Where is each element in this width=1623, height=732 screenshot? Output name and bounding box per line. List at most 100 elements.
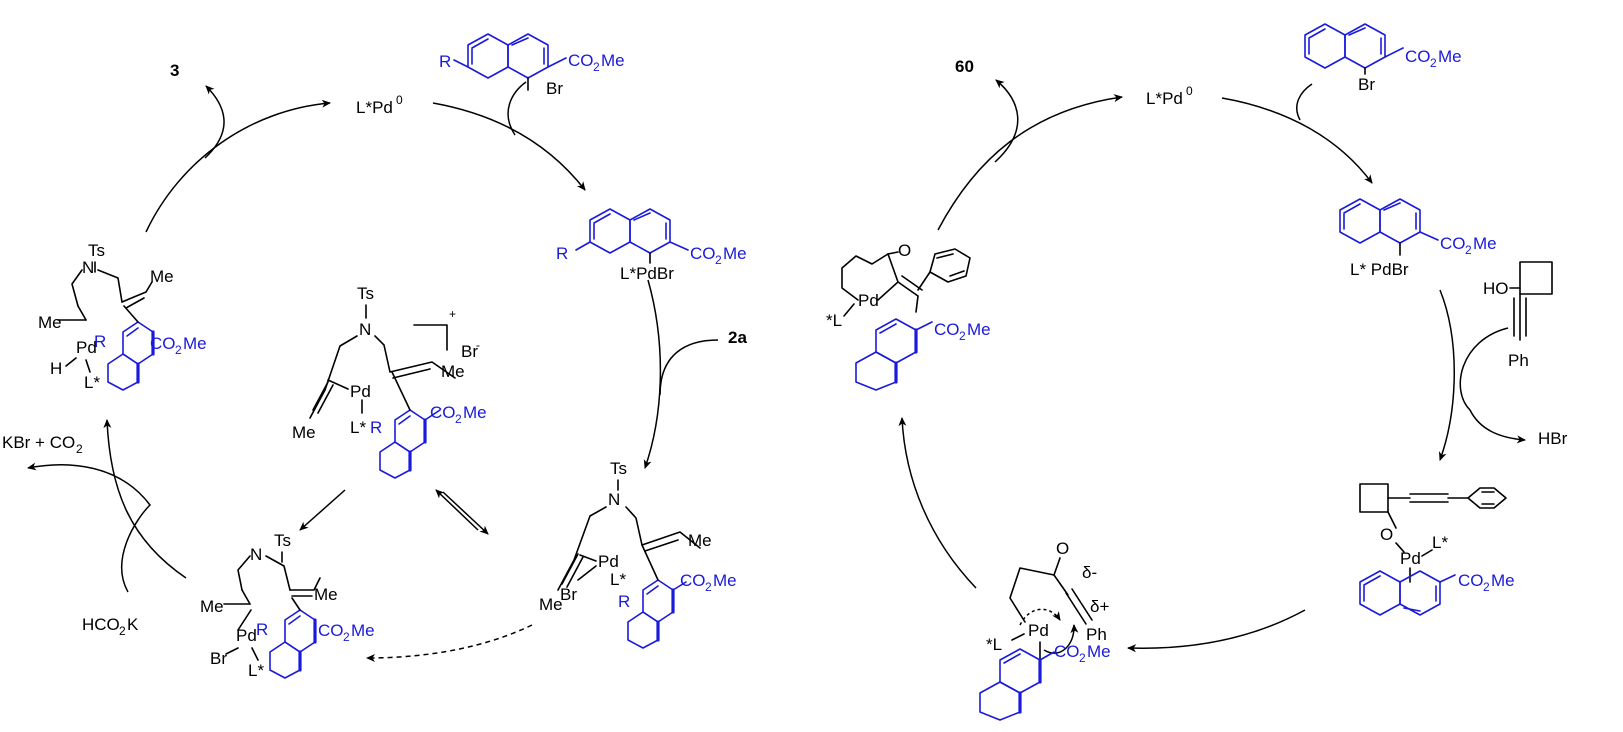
left-cyclized-pd-br-intermediate: Ts N Me Me Pd Br L* R	[200, 531, 375, 680]
svg-text:Pd: Pd	[858, 291, 879, 310]
svg-text:H: H	[50, 359, 62, 378]
left-cycle-arrows	[27, 81, 719, 662]
svg-text:N: N	[82, 258, 94, 277]
right-alkynyl-cyclobutanol: HO Ph	[1483, 261, 1553, 370]
svg-text:O: O	[898, 241, 911, 260]
svg-text:Me: Me	[314, 585, 338, 604]
svg-text:CO: CO	[1458, 571, 1484, 590]
svg-text:*L: *L	[826, 311, 842, 330]
svg-text:Pd: Pd	[76, 338, 97, 357]
svg-text:CO: CO	[1405, 47, 1431, 66]
svg-text:L*Pd: L*Pd	[356, 98, 393, 117]
svg-text:2: 2	[343, 630, 350, 644]
svg-text:Br: Br	[546, 79, 563, 98]
svg-text:CO: CO	[1440, 234, 1466, 253]
svg-text:Me: Me	[38, 313, 62, 332]
right-alkylpd-ketone-intermediate: O Pd δ- δ+ Ph *L CO 2 Me	[979, 539, 1111, 721]
svg-text:Me: Me	[1438, 47, 1462, 66]
svg-text:Me: Me	[688, 531, 712, 550]
svg-text:CO: CO	[150, 334, 176, 353]
svg-text:K: K	[127, 615, 139, 634]
svg-text:L*: L*	[610, 570, 626, 589]
svg-text:CO: CO	[318, 621, 344, 640]
left-catalyst-pd0: L*Pd 0	[356, 93, 403, 117]
svg-text:Me: Me	[713, 571, 737, 590]
svg-text:N: N	[608, 490, 620, 509]
svg-text:2: 2	[715, 253, 722, 267]
svg-text:CO: CO	[934, 320, 960, 339]
svg-text:L*: L*	[1432, 533, 1448, 552]
svg-text:Br: Br	[560, 585, 577, 604]
left-aryl-bromide-reagent: R CO 2 Me Br	[439, 33, 625, 98]
svg-text:Pd: Pd	[350, 382, 371, 401]
right-aryl-bromide-reagent: CO 2 Me Br	[1304, 23, 1462, 94]
svg-text:Pd: Pd	[598, 552, 619, 571]
svg-text:*L: *L	[986, 635, 1002, 654]
svg-text:O: O	[1380, 525, 1393, 544]
svg-text:L*: L*	[350, 418, 366, 437]
svg-text:Me: Me	[200, 597, 224, 616]
right-pd-alkoxide-intermediate: O Pd L* CO 2 Me	[1359, 483, 1515, 616]
svg-text:Me: Me	[723, 244, 747, 263]
left-substrate-label: 2a	[728, 328, 747, 347]
svg-text:KBr + CO: KBr + CO	[2, 433, 75, 452]
svg-text:L*: L*	[84, 373, 100, 392]
svg-text:δ-: δ-	[1082, 563, 1097, 582]
svg-text:2: 2	[1465, 243, 1472, 257]
svg-text:Br: Br	[1358, 75, 1375, 94]
svg-text:Me: Me	[292, 423, 316, 442]
svg-text:HCO: HCO	[82, 615, 120, 634]
svg-text:δ+: δ+	[1090, 597, 1109, 616]
svg-text:N: N	[359, 320, 371, 339]
svg-text:L*PdBr: L*PdBr	[620, 264, 674, 283]
svg-text:L* PdBr: L* PdBr	[1350, 260, 1409, 279]
svg-text:Ts: Ts	[88, 241, 105, 260]
svg-text:CO: CO	[1054, 642, 1080, 661]
svg-text:2: 2	[959, 329, 966, 343]
svg-text:Pd: Pd	[1028, 621, 1049, 640]
svg-text:R: R	[618, 592, 630, 611]
svg-text:Me: Me	[351, 621, 375, 640]
left-reagent-hco2k: HCO 2 K	[82, 615, 139, 638]
svg-text:-: -	[476, 338, 480, 352]
svg-text:Me: Me	[539, 595, 563, 614]
svg-text:2: 2	[119, 624, 126, 638]
svg-text:2: 2	[455, 412, 462, 426]
svg-text:Me: Me	[463, 403, 487, 422]
left-catalytic-cycle: L*Pd 0 3 R CO 2 Me Br	[2, 33, 747, 680]
svg-text:R: R	[439, 52, 451, 71]
svg-text:2: 2	[705, 580, 712, 594]
svg-text:L*: L*	[248, 661, 264, 680]
svg-text:0: 0	[1186, 84, 1193, 98]
svg-text:0: 0	[396, 93, 403, 107]
svg-text:Me: Me	[967, 320, 991, 339]
svg-text:R: R	[370, 418, 382, 437]
right-product-label: 60	[955, 57, 974, 76]
svg-text:2: 2	[1430, 56, 1437, 70]
svg-text:O: O	[1056, 539, 1069, 558]
right-palladacycle-intermediate: O Pd *L CO 2	[826, 241, 991, 391]
svg-text:CO: CO	[430, 403, 456, 422]
svg-text:Me: Me	[1087, 642, 1111, 661]
svg-text:Me: Me	[441, 362, 465, 381]
left-product-label: 3	[170, 61, 179, 80]
svg-text:2: 2	[76, 442, 83, 456]
svg-text:Ts: Ts	[274, 531, 291, 550]
left-byproduct-kbr-co2: KBr + CO 2	[2, 433, 83, 456]
svg-text:CO: CO	[690, 244, 716, 263]
left-pd-hydride-intermediate: Ts N Me Me Pd H L* R CO	[38, 241, 207, 392]
svg-text:N: N	[250, 545, 262, 564]
svg-text:CO: CO	[568, 51, 594, 70]
svg-text:Ts: Ts	[357, 284, 374, 303]
svg-text:L*Pd: L*Pd	[1146, 89, 1183, 108]
svg-text:Me: Me	[601, 51, 625, 70]
svg-text:R: R	[256, 620, 268, 639]
left-oxidative-addition-complex: R CO 2 Me L*PdBr	[556, 208, 747, 283]
svg-text:Ph: Ph	[1086, 625, 1107, 644]
svg-text:2: 2	[593, 60, 600, 74]
svg-text:Pd: Pd	[236, 626, 257, 645]
svg-text:Me: Me	[150, 267, 174, 286]
svg-text:+: +	[449, 307, 456, 321]
